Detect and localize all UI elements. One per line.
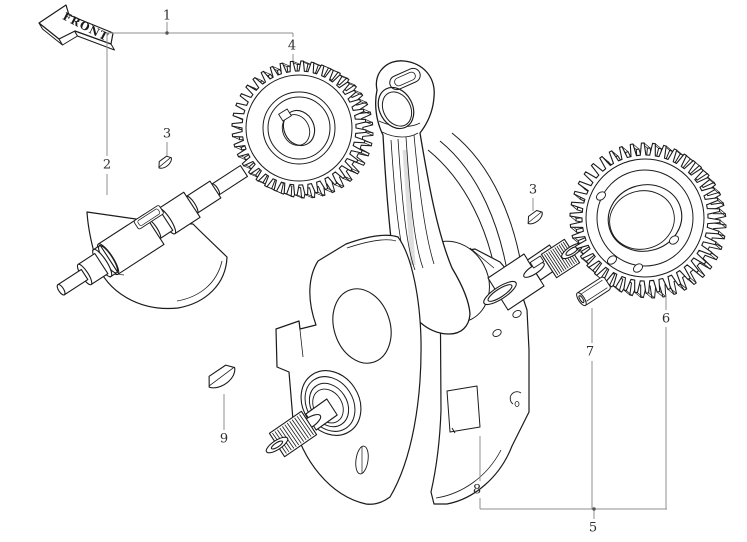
callout-label-1: 1	[163, 9, 171, 24]
dowel-pin	[576, 276, 611, 307]
camshaft-gear	[231, 60, 374, 199]
crank-left-shaft	[265, 398, 338, 458]
callout-label-5: 5	[589, 521, 597, 536]
callout-label-2: 2	[103, 158, 111, 173]
crank-left-web	[275, 234, 422, 505]
callout-label-4: 4	[288, 39, 296, 54]
callout-label-7: 7	[586, 345, 594, 360]
callout-label-3: 3	[163, 127, 171, 142]
woodruff-key-cam	[158, 155, 172, 169]
rod-small-end-bore	[377, 86, 415, 130]
callout-label-3: 3	[529, 183, 537, 198]
callout-label-6: 6	[662, 312, 670, 327]
woodruff-key-crank-left	[208, 364, 236, 389]
rod-top-pocket	[389, 67, 421, 91]
driven-gear	[569, 142, 727, 299]
crank-right-shaft	[483, 238, 583, 311]
front-arrow: FRONT	[38, 4, 115, 51]
woodruff-key-crank-right	[527, 210, 543, 225]
callout-layer: 1 2 3 4 3 9 8 7 6 5	[103, 9, 670, 536]
camshaft	[56, 164, 249, 296]
callout-label-8: 8	[473, 483, 481, 498]
callout-label-9: 9	[220, 432, 228, 447]
left-threads-hatch	[272, 414, 314, 454]
